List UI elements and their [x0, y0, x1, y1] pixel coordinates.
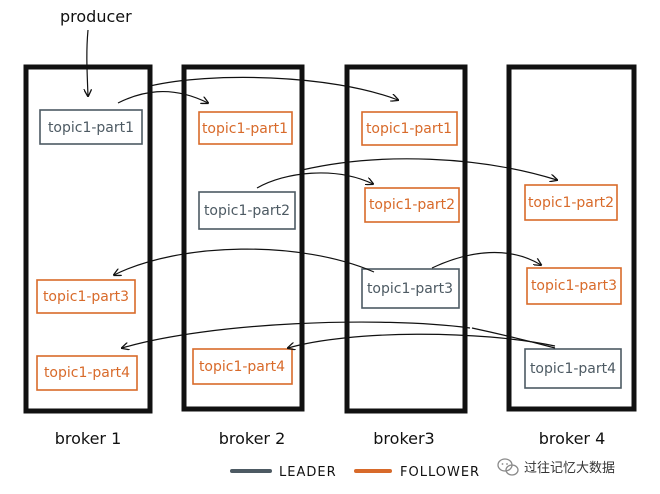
replication-arrow-part4-return — [288, 333, 556, 348]
partition-label: topic1-part3 — [367, 281, 453, 297]
broker-3-box — [344, 64, 468, 414]
broker-3-label: broker3 — [373, 429, 434, 448]
partition-b3-part1: topic1-part1 — [361, 111, 458, 146]
replication-arrow-part3-to-broker4 — [431, 251, 541, 269]
partition-label: topic1-part4 — [199, 359, 285, 375]
broker-4-label: broker 4 — [539, 429, 606, 448]
partition-b1-part1: topic1-part1 — [39, 109, 143, 145]
legend-leader-label: LEADER — [279, 465, 337, 480]
broker-2-label: broker 2 — [219, 429, 286, 448]
producer-arrow — [87, 29, 88, 96]
partition-label: topic1-part1 — [366, 121, 452, 137]
partition-label: topic1-part4 — [530, 361, 616, 377]
partition-label: topic1-part2 — [204, 203, 290, 219]
replication-arrow-part4-to-broker2 — [471, 327, 556, 349]
partition-label: topic1-part1 — [48, 120, 134, 136]
partition-b2-part2: topic1-part2 — [198, 191, 296, 230]
broker-4-box — [506, 64, 637, 412]
partition-b2-part4: topic1-part4 — [192, 348, 293, 385]
partition-b1-part3: topic1-part3 — [36, 279, 136, 314]
replication-arrow-part1-to-broker3 — [149, 76, 398, 100]
partition-b1-part4: topic1-part4 — [36, 355, 138, 391]
partition-label: topic1-part1 — [202, 121, 288, 137]
partition-label: topic1-part2 — [369, 197, 455, 213]
partition-b4-part2: topic1-part2 — [524, 184, 618, 221]
replication-arrow-part2-to-broker3 — [256, 172, 373, 189]
replication-arrow-part1-to-broker2 — [117, 91, 208, 103]
partition-label: topic1-part3 — [43, 289, 129, 305]
partition-b2-part1: topic1-part1 — [198, 111, 293, 145]
partition-b3-part2: topic1-part2 — [364, 187, 460, 223]
partition-b4-part3: topic1-part3 — [526, 267, 622, 305]
broker-1-label: broker 1 — [55, 429, 122, 448]
wechat-icon — [497, 458, 519, 476]
partition-b4-part4: topic1-part4 — [524, 348, 622, 389]
broker-2-box — [181, 64, 305, 412]
replication-arrow-part3-to-broker1 — [114, 248, 375, 275]
broker-1-box — [23, 64, 153, 414]
partition-label: topic1-part2 — [528, 195, 614, 211]
replication-arrow-part2-to-broker4 — [301, 158, 557, 180]
producer-label: producer — [60, 7, 132, 26]
partition-label: topic1-part3 — [531, 278, 617, 294]
legend-follower-label: FOLLOWER — [400, 465, 480, 480]
replication-arrow-part4-long — [122, 321, 471, 348]
watermark-text: 过往记忆大数据 — [524, 460, 615, 476]
partition-b3-part3: topic1-part3 — [361, 268, 460, 309]
partition-label: topic1-part4 — [44, 365, 130, 381]
watermark: 过往记忆大数据 — [497, 458, 615, 476]
